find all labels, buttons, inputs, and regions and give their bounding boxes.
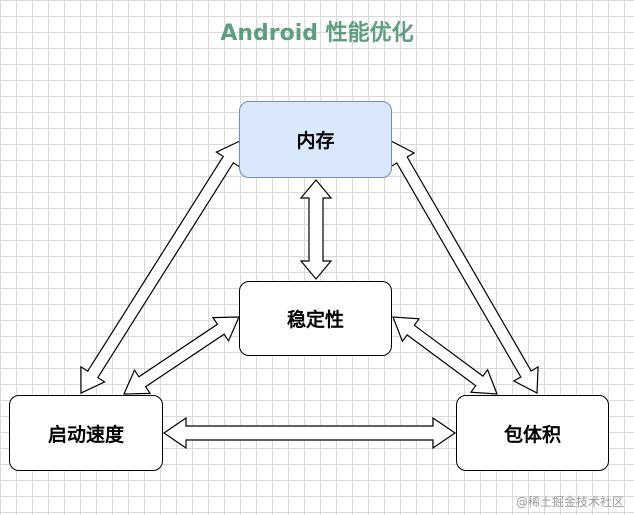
node-startup[interactable]: 启动速度 bbox=[9, 395, 163, 471]
watermark: @稀土掘金技术社区 bbox=[515, 495, 624, 509]
arrow-stability-startup bbox=[123, 316, 240, 395]
node-stability-label: 稳定性 bbox=[286, 309, 344, 331]
arrow-memory-stability bbox=[299, 179, 333, 280]
node-memory-label: 内存 bbox=[296, 130, 335, 152]
arrow-stability-size bbox=[392, 316, 498, 395]
node-stability[interactable]: 稳定性 bbox=[239, 281, 392, 356]
node-size-label: 包体积 bbox=[503, 423, 561, 446]
arrow-memory-startup bbox=[80, 140, 241, 394]
arrow-memory-size bbox=[389, 140, 539, 394]
diagram-title: Android 性能优化 bbox=[220, 21, 414, 46]
node-startup-label: 启动速度 bbox=[47, 423, 124, 446]
node-size[interactable]: 包体积 bbox=[456, 395, 609, 471]
arrow-startup-size bbox=[162, 416, 457, 450]
node-memory[interactable]: 内存 bbox=[239, 101, 392, 178]
